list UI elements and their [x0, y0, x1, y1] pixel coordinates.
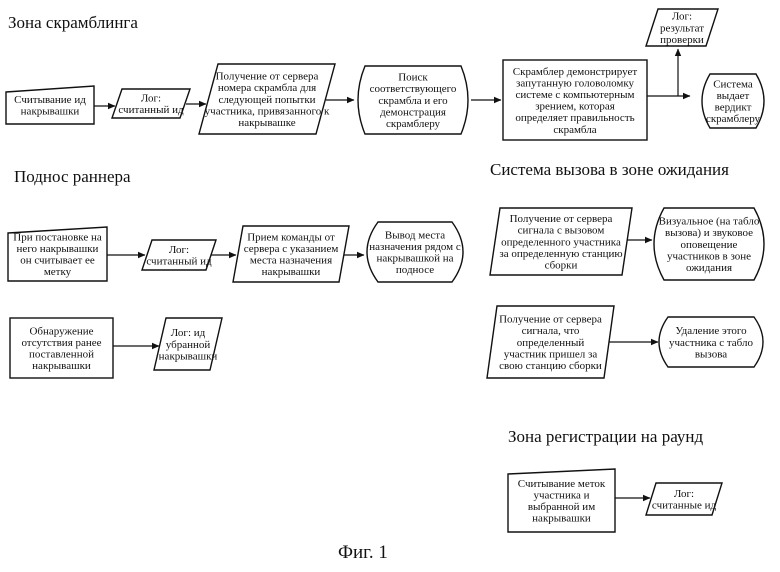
node-label-line: скрамблеру [386, 118, 441, 130]
zone-title-waiting-call-system: Система вызова в зоне ожидания [490, 160, 729, 179]
node-label-line: метку [44, 266, 72, 278]
node-label-line: определенного участника [501, 236, 621, 248]
node-label-line: назначения рядом с [369, 241, 461, 253]
node-label-line: скрамбла и его [378, 95, 448, 107]
node-label-line: убранной [166, 339, 211, 351]
node-label-line: запутанную головоломку [516, 77, 635, 89]
node-read-cover-id: Считывание иднакрывашки [6, 86, 94, 124]
node-label-line: Лог: [674, 488, 694, 500]
node-label-line: участника с табло [669, 337, 753, 349]
node-detect-missing-cover: Обнаружениеотсутствия ранеепоставленнойн… [10, 318, 113, 378]
node-label-line: ожидания [686, 262, 732, 274]
node-label-line: определенный [517, 337, 585, 349]
node-label-line: проверки [660, 34, 704, 46]
node-label-line: Лог: [141, 93, 161, 105]
node-label-line: Скрамблер демонстрирует [513, 66, 638, 78]
node-label-line: считанный ид [146, 256, 212, 268]
node-label-line: скрамблеру [706, 113, 761, 125]
node-label-line: отсутствия ранее [21, 337, 101, 349]
node-label-line: вердикт [715, 102, 752, 114]
node-receive-call-signal: Получение от серверасигнала с вызовомопр… [490, 208, 632, 275]
node-label-line: определяет правильность [515, 112, 634, 124]
node-log-check-result: Лог:результатпроверки [646, 9, 718, 46]
node-label-line: участника, привязанного к [205, 105, 330, 117]
node-tray-reads-tag: При постановке нанего накрывашкион считы… [8, 227, 107, 281]
node-label-line: участников в зоне [667, 250, 751, 262]
node-label-line: поставленной [29, 349, 94, 361]
node-label-line: накрывашки [262, 266, 321, 278]
node-system-verdict: Системавыдаетвердиктскрамблеру [702, 74, 764, 128]
node-label-line: места назначения [250, 255, 332, 267]
node-log-removed-cover-id: Лог: идубраннойнакрывашки [154, 318, 222, 370]
node-label-line: сборки [545, 260, 578, 272]
node-label-line: зрением, которая [535, 101, 615, 113]
node-label-line: вызова [695, 348, 727, 360]
node-visual-audio-alert: Визуальное (на табловызова) и звуковоеоп… [654, 208, 764, 280]
zone-title-runner-tray: Поднос раннера [14, 167, 131, 186]
node-find-and-show-scramble: Поисксоответствующегоскрамбла и егодемон… [358, 66, 468, 134]
node-label-line: участник пришел за [504, 348, 598, 360]
zone-title-scramble: Зона скрамблинга [8, 13, 138, 32]
zone-title-round-registration: Зона регистрации на раунд [508, 427, 703, 446]
node-label-line: выбранной им [528, 501, 595, 513]
node-label-line: скрамбла [553, 124, 596, 136]
node-label-line: сервера с указанием [244, 243, 339, 255]
node-label-line: Считывание ид [14, 94, 86, 106]
node-label-line: выдает [717, 90, 750, 102]
node-label-line: накрывашки [532, 513, 591, 525]
node-label-line: участника и [533, 490, 589, 502]
node-label-line: Получение от сервера [216, 71, 319, 83]
node-remove-from-board: Удаление этогоучастника с табловызова [659, 317, 763, 367]
node-label-line: сигнала с вызовом [518, 225, 605, 237]
node-label-line: считанный ид [118, 104, 184, 116]
node-label-line: Визуальное (на табло [659, 216, 760, 228]
node-label-line: считанные ид [652, 500, 717, 512]
node-label-line: он считывает ее [20, 255, 95, 267]
node-label-line: системе с компьютерным [515, 89, 634, 101]
node-label-line: Лог: [672, 11, 692, 23]
node-label-line: Получение от сервера [499, 314, 602, 326]
node-label-line: номера скрамбла для [218, 82, 316, 94]
node-log-read-id: Лог:считанный ид [112, 89, 190, 118]
node-label-line: подносе [396, 264, 434, 276]
node-label-line: Считывание меток [518, 478, 606, 490]
node-label: Обнаружениеотсутствия ранеепоставленнойн… [21, 325, 101, 372]
node-label-line: соответствующего [370, 83, 457, 95]
node-label-line: Вывод места [385, 229, 445, 241]
node-label-line: Удаление этого [675, 325, 747, 337]
node-label-line: демонстрация [380, 106, 446, 118]
node-read-participant-tags: Считывание метокучастника ивыбранной имн… [508, 469, 615, 532]
node-label-line: Лог: ид [171, 327, 206, 339]
node-label-line: накрывашке [238, 117, 295, 129]
node-receive-destination-command: Прием команды отсервера с указаниемместа… [233, 226, 349, 282]
node-log-read-ids: Лог:считанные ид [646, 483, 722, 515]
node-label-line: накрывашкой на [376, 253, 453, 265]
node-label-line: накрывашки [21, 106, 80, 118]
node-label-line: При постановке на [13, 231, 102, 243]
node-label-line: свою станцию сборки [499, 360, 602, 372]
node-label-line: оповещение [681, 239, 738, 251]
node-label-line: Поиск [398, 72, 428, 84]
figure-caption: Фиг. 1 [338, 542, 388, 563]
node-label-line: следующей попытки [218, 94, 315, 106]
node-label-line: накрывашки [159, 350, 218, 362]
node-label-line: него накрывашки [17, 243, 99, 255]
node-label: Считывание иднакрывашки [14, 94, 86, 118]
node-label-line: Обнаружение [29, 325, 93, 337]
node-label-line: результат [660, 22, 704, 34]
node-label-line: накрывашки [32, 360, 91, 372]
node-scrambler-demonstrates: Скрамблер демонстрируетзапутанную голово… [503, 60, 647, 140]
node-log-read-id: Лог:считанный ид [142, 240, 216, 270]
node-label-line: Получение от сервера [510, 213, 613, 225]
node-show-destination: Вывод местаназначения рядом снакрывашкой… [367, 222, 463, 282]
node-label-line: Система [713, 78, 753, 90]
node-receive-arrival-signal: Получение от серверасигнала, чтоопределе… [487, 306, 614, 378]
node-label-line: Прием команды от [247, 231, 335, 243]
node-label-line: за определенную станцию [499, 248, 622, 260]
node-label-line: сигнала, что [522, 325, 580, 337]
node-get-scramble-number: Получение от сервераномера скрамбла дляс… [199, 64, 335, 134]
node-label-line: вызова) и звуковое [665, 227, 753, 239]
node-label-line: Лог: [169, 244, 189, 256]
